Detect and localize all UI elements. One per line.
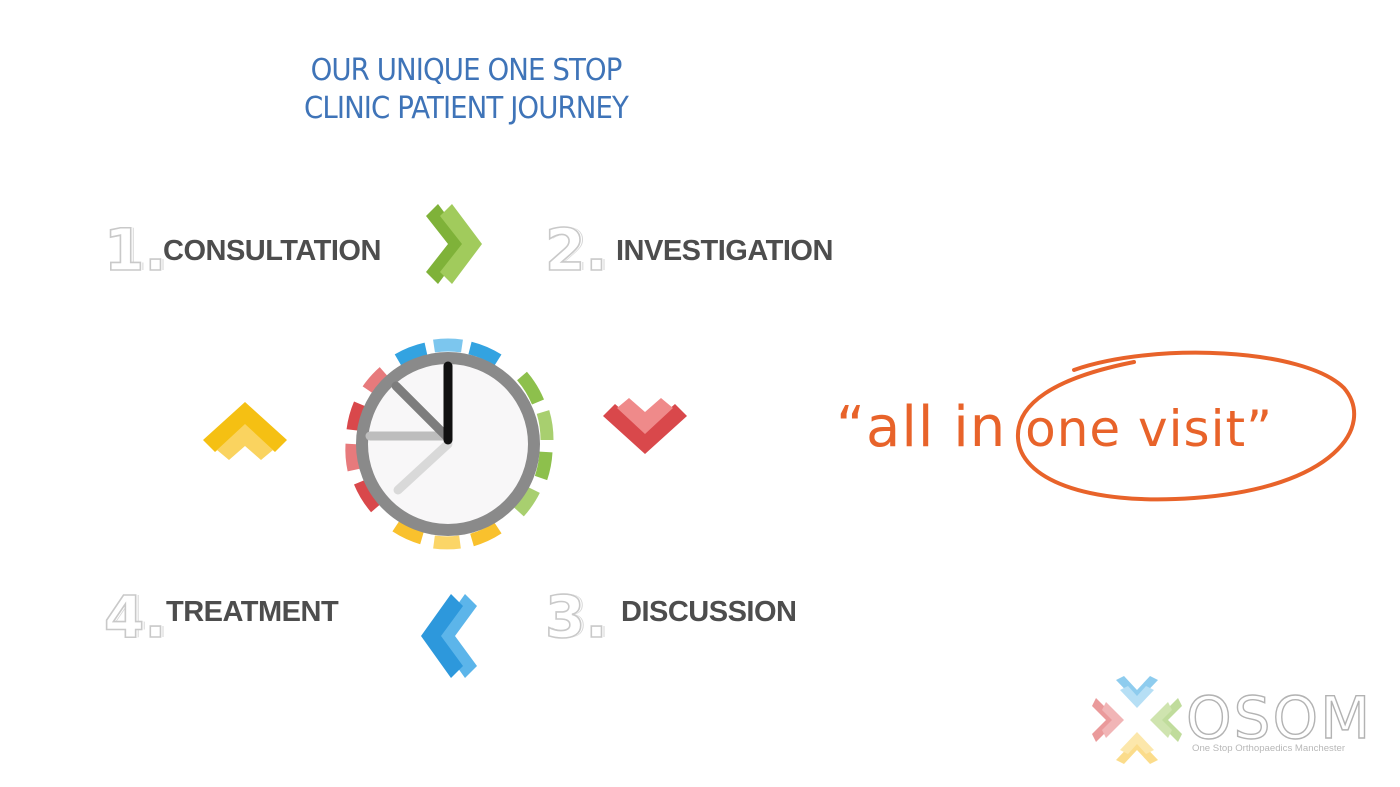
step-4-label: TREATMENT — [166, 596, 339, 628]
step-1-number: 1. — [103, 216, 167, 284]
step-3-number: 3. — [544, 583, 608, 651]
quote-lead: “all in — [836, 395, 1026, 460]
logo-tagline: One Stop Orthopaedics Manchester — [1192, 743, 1346, 754]
step-1-label: CONSULTATION — [163, 235, 381, 267]
highlight-ellipse — [1015, 350, 1356, 502]
clock-icon — [345, 338, 554, 550]
logo-mark-icon — [1092, 676, 1182, 764]
step-4-number: 4. — [103, 583, 167, 651]
page-title: OUR UNIQUE ONE STOP CLINIC PATIENT JOURN… — [0, 52, 932, 128]
chevron-right-icon — [426, 204, 482, 284]
step-2-label: INVESTIGATION — [616, 235, 833, 267]
title-line-2: CLINIC PATIENT JOURNEY — [304, 91, 629, 126]
quote-text: “all in one visit” — [836, 395, 1273, 460]
chevron-left-icon — [421, 594, 477, 678]
chevron-up-icon — [203, 402, 287, 460]
chevron-down-icon — [603, 398, 687, 454]
step-3-label: DISCUSSION — [621, 596, 797, 628]
step-2-number: 2. — [544, 216, 608, 284]
logo-wordmark: OSOM — [1185, 684, 1373, 752]
quote-highlight: one visit” — [1025, 400, 1273, 458]
title-line-1: OUR UNIQUE ONE STOP — [310, 53, 623, 88]
